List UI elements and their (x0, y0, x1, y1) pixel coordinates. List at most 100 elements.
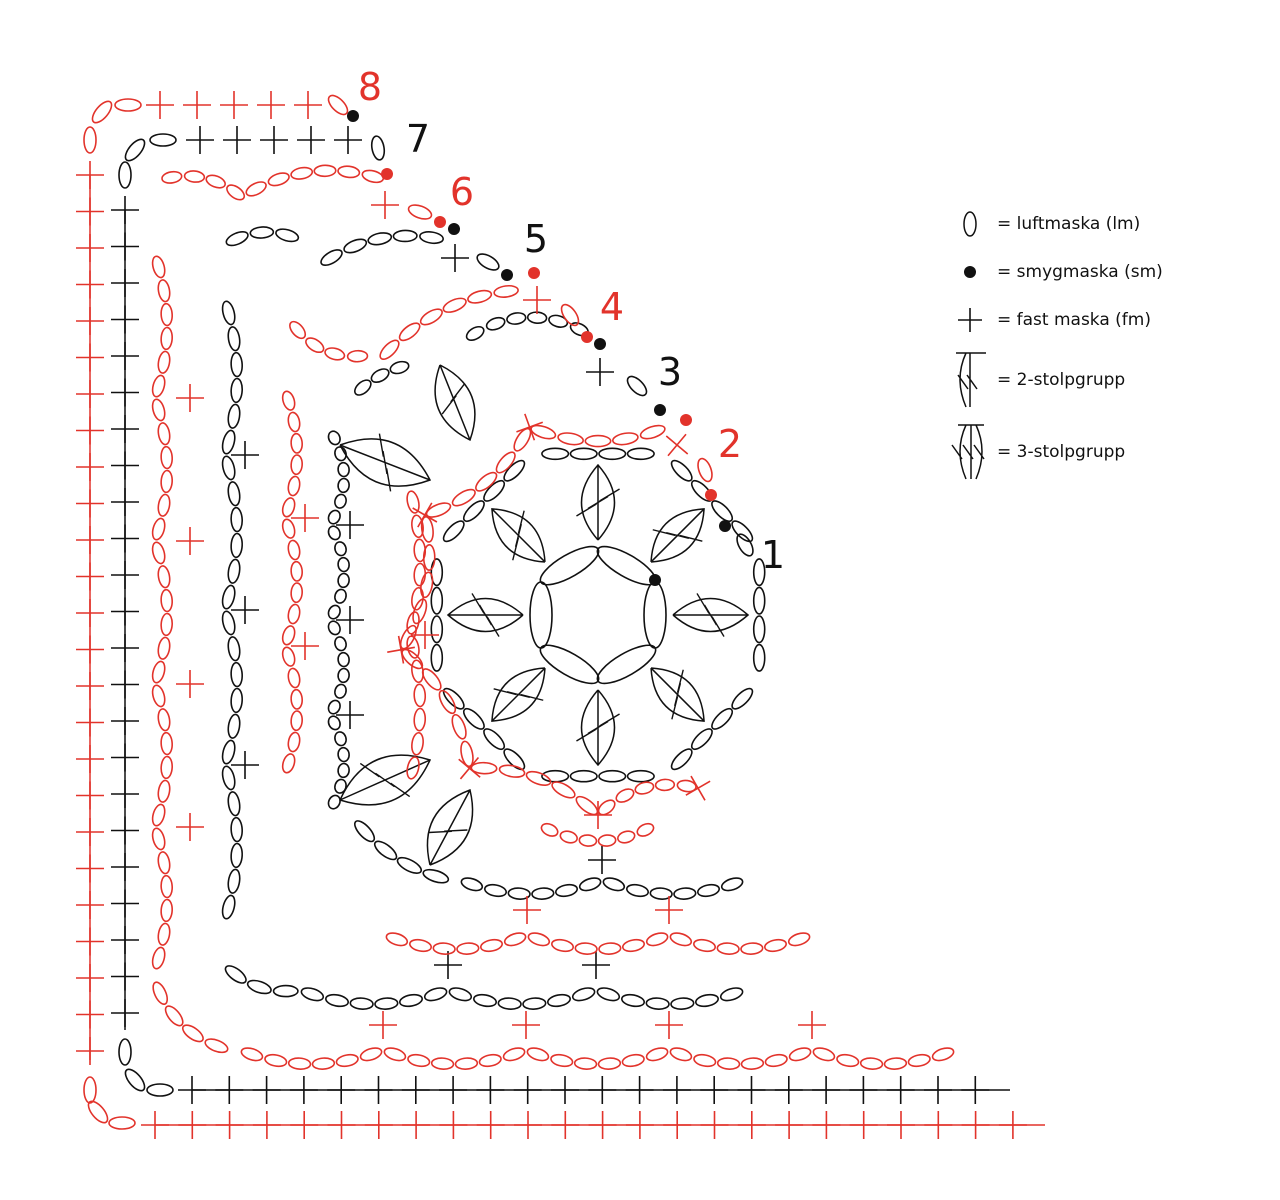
chain-stitch (281, 646, 296, 667)
single-crochet-icon (945, 305, 995, 335)
chain-stitch (361, 169, 385, 184)
chain-stitch (160, 469, 173, 494)
chain-stitch (498, 764, 526, 778)
chain-stitch (407, 204, 433, 220)
chain-stitch (334, 541, 347, 557)
chain-stitch (413, 683, 427, 708)
legend-label: = smygmaska (sm) (997, 262, 1163, 282)
chain-stitch (695, 993, 719, 1008)
chain-stitch (645, 932, 669, 947)
slip-stitch (719, 520, 731, 532)
chain-stitch (693, 938, 716, 953)
chain-stitch (645, 997, 670, 1010)
chain-stitch (731, 687, 754, 710)
chain-stitch (346, 349, 369, 363)
chain-stitch (249, 226, 275, 239)
chain-stitch (160, 326, 173, 351)
treble-mark (390, 782, 411, 798)
chain-stitch (412, 598, 428, 625)
slip-stitch (434, 216, 446, 228)
chain-stitch (224, 965, 247, 984)
chain-stitch (654, 778, 676, 792)
chain-stitch (571, 987, 596, 1002)
single-crochet (291, 632, 319, 660)
chain-stitch (327, 525, 341, 541)
chain-stitch (430, 615, 444, 644)
single-crochet (297, 126, 325, 154)
single-crochet (588, 846, 616, 874)
round-label-5: 5 (524, 217, 548, 261)
chain-stitch (204, 1038, 229, 1054)
chain-stitch (513, 427, 532, 452)
chain-stitch (227, 558, 241, 584)
chain-stitch (740, 1057, 765, 1070)
chain-stitch (343, 238, 368, 254)
slip-stitch (581, 331, 593, 343)
single-crochet (183, 91, 211, 119)
chain-stitch (598, 447, 627, 461)
treble-mark (444, 829, 468, 832)
chain-stitch (907, 1053, 931, 1068)
chain-stitch (407, 1053, 431, 1068)
chain-stitch (483, 479, 506, 502)
chain-stitch (421, 668, 442, 691)
chain-stitch (484, 883, 507, 898)
chain-stitch (462, 500, 485, 523)
chain-stitch (290, 454, 303, 476)
chain-stitch (670, 459, 693, 482)
chain-stitch (598, 769, 627, 783)
chain-stitch (812, 1047, 836, 1062)
chain-stitch (87, 1100, 109, 1124)
chain-stitch (290, 560, 303, 582)
chain-stitch (574, 942, 598, 955)
chain-stitch (573, 1057, 598, 1070)
single-crochet (584, 801, 612, 829)
chain-stitch (157, 922, 171, 946)
chain-stitch (290, 688, 303, 710)
single-crochet (411, 621, 439, 649)
chain-stitch (281, 625, 296, 646)
chain-stitch (118, 1038, 132, 1066)
chain-stitch (525, 770, 552, 786)
single-crochet (334, 126, 362, 154)
chain-stitch (327, 430, 341, 446)
single-crochet (260, 126, 288, 154)
chain-stitch (555, 883, 578, 898)
chain-stitch (597, 799, 616, 816)
chain-stitch (245, 181, 267, 197)
legend-item-slip: = smygmaska (sm) (945, 248, 1245, 296)
chain-stitch (615, 788, 635, 803)
chain-stitch (788, 1047, 812, 1062)
slip-stitch (594, 338, 606, 350)
chain-stitch (281, 518, 296, 539)
chain-stitch (764, 938, 787, 953)
chain-stitch (693, 1053, 717, 1068)
single-crochet (176, 670, 204, 698)
chain-stitch (287, 475, 301, 497)
single-crochet (369, 1011, 397, 1039)
chain-stitch (622, 938, 645, 953)
chain-stitch (370, 368, 390, 384)
chain-stitch (731, 520, 754, 543)
single-crochet (231, 596, 259, 624)
round-label-8: 8 (358, 65, 382, 109)
chain-stitch (787, 932, 811, 947)
chain-stitch (673, 887, 697, 900)
chain-stitch (460, 740, 474, 768)
single-crochet (798, 1011, 826, 1039)
chain-stitch (883, 1057, 908, 1070)
chain-stitch (569, 447, 598, 461)
treble-mark (679, 534, 703, 542)
round-label-1: 1 (761, 533, 785, 577)
legend-label: = fast maska (fm) (997, 310, 1151, 330)
slip-stitch (501, 269, 513, 281)
chain-stitch (636, 822, 655, 837)
treble-mark (671, 696, 679, 720)
single-crochet (586, 358, 614, 386)
chain-stitch-icon (945, 209, 995, 239)
chain-stitch (264, 1053, 288, 1068)
chain-stitch (420, 515, 434, 543)
chain-stitch (752, 586, 766, 615)
chain-stitch (181, 1024, 204, 1043)
chain-stitch (157, 779, 171, 803)
